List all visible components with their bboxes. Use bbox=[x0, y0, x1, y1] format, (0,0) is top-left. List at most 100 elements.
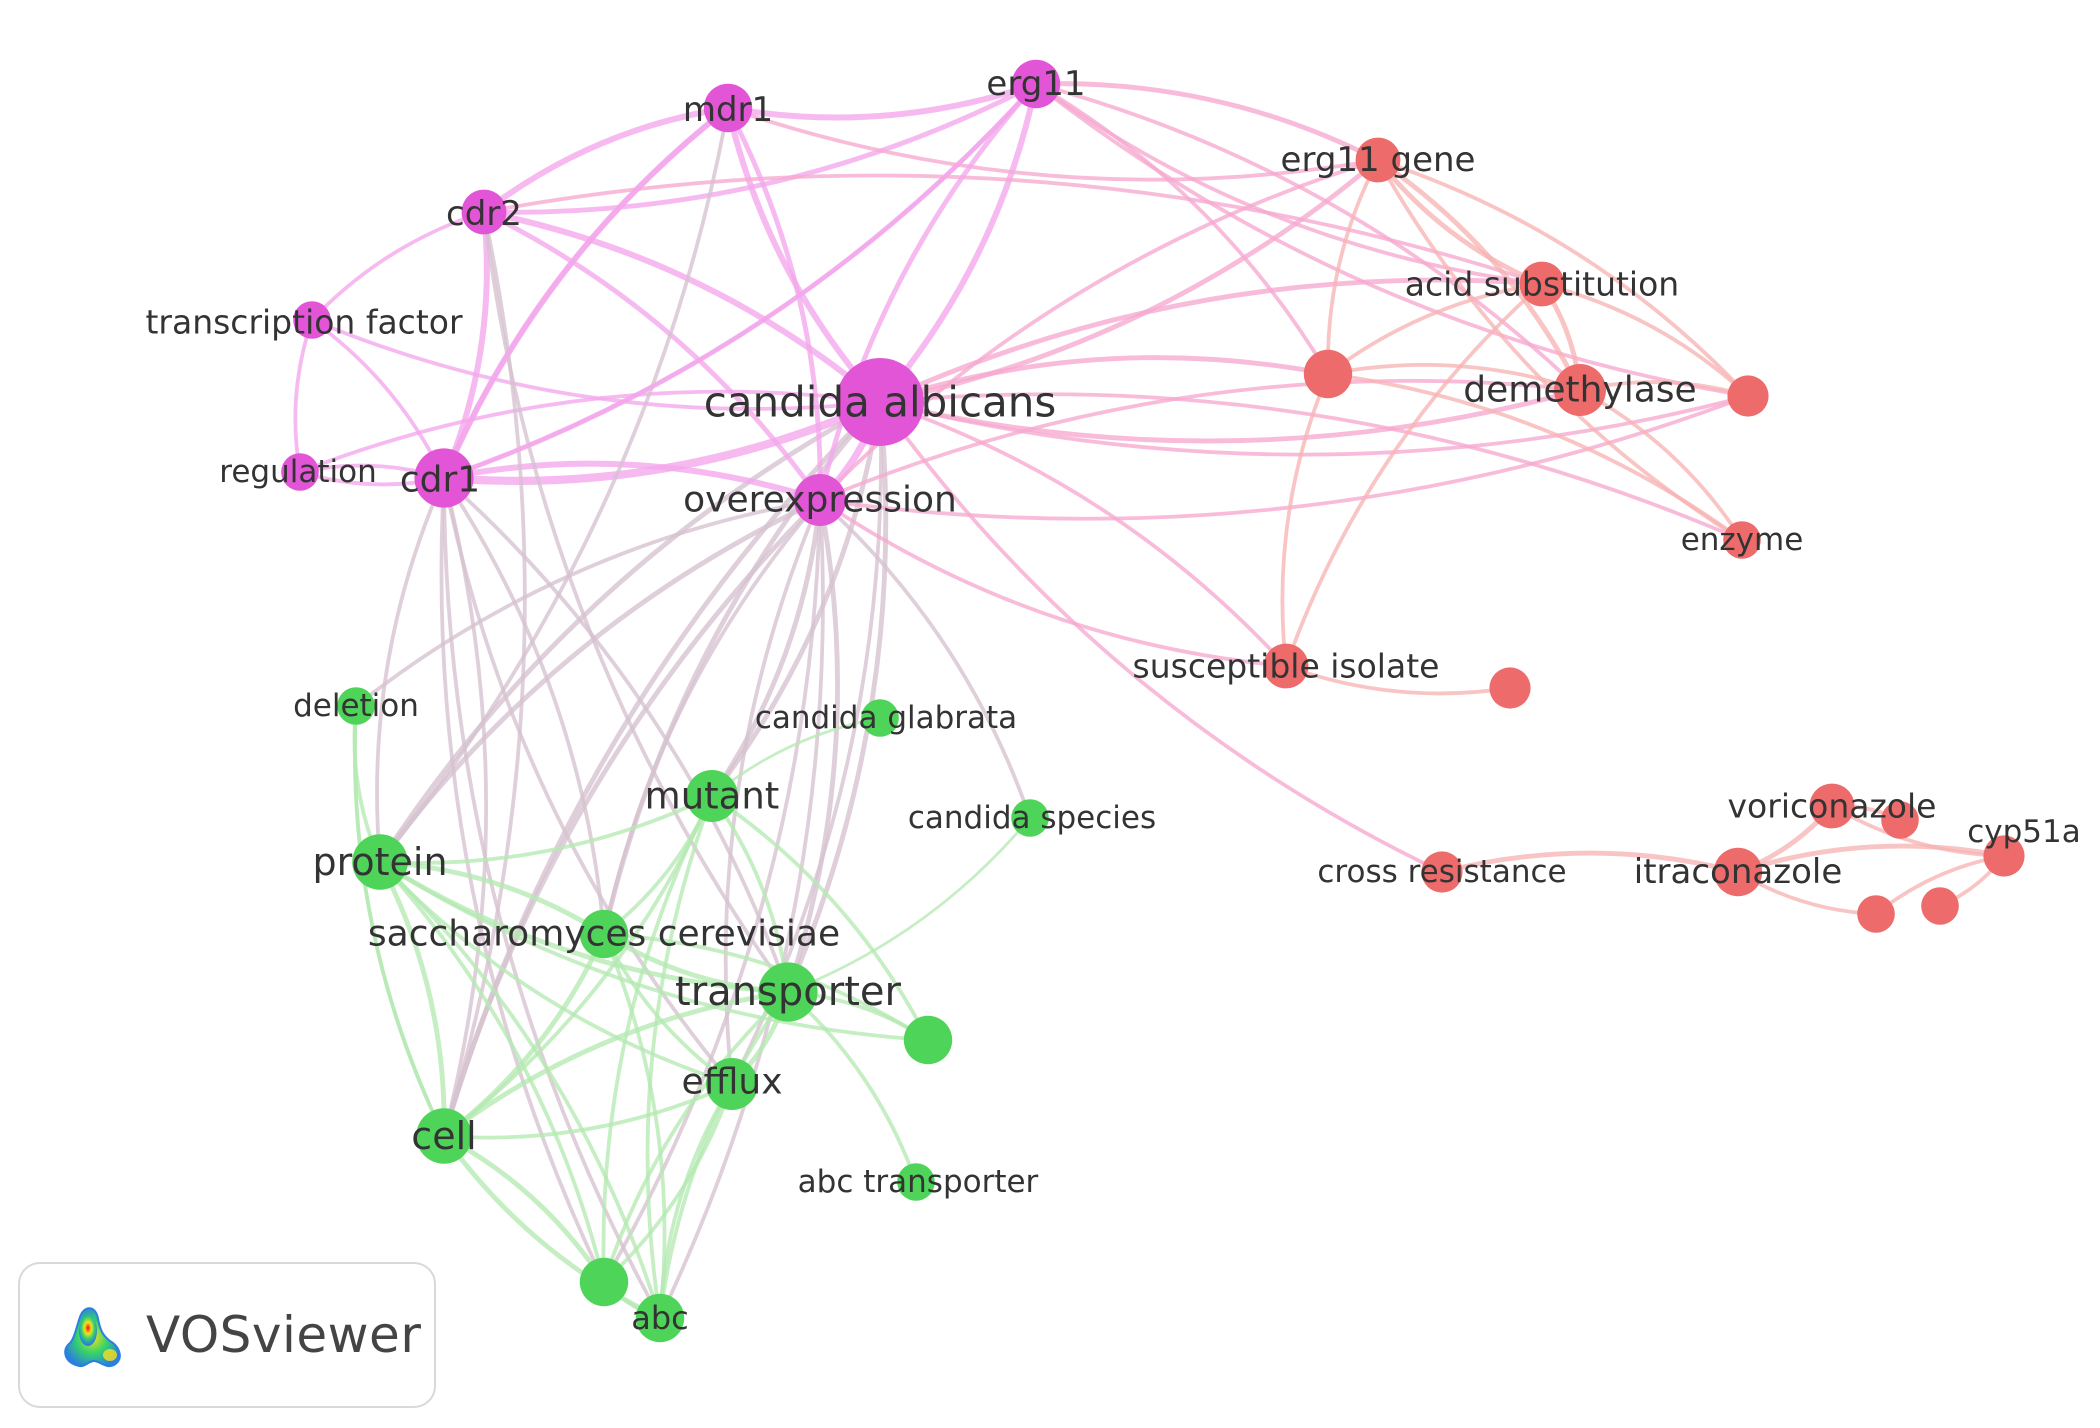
edge-overexpression-cell bbox=[441, 497, 823, 1139]
app-name: VOSviewer bbox=[146, 1306, 422, 1364]
node-unlabeled-red-6[interactable] bbox=[1921, 887, 1959, 925]
edge-erg11-erg11_gene bbox=[1033, 81, 1381, 163]
node-cdr1[interactable] bbox=[414, 448, 474, 508]
label-candida-species[interactable]: candida species bbox=[908, 800, 1156, 836]
edge-erg11_gene-demethylase bbox=[1375, 157, 1583, 393]
label-layer: candida albicans cdr1 cdr2 mdr1 erg11 transcr… bbox=[145, 64, 2080, 1337]
label-saccharomyces-cerevisiae[interactable]: saccharomyces cerevisiae bbox=[368, 914, 840, 955]
edge-efflux-abc bbox=[658, 1082, 734, 1320]
label-itraconazole[interactable]: itraconazole bbox=[1634, 852, 1842, 892]
node-cdr2[interactable] bbox=[461, 189, 507, 235]
node-unlabeled-red-5[interactable] bbox=[1857, 895, 1895, 933]
node-susceptible-isolate[interactable] bbox=[1263, 643, 1309, 689]
edge-candida_albicans-susceptible_isolate bbox=[878, 400, 1288, 668]
node-acid-substitution[interactable] bbox=[1519, 261, 1565, 307]
edge-protein-unlabeled_green_1 bbox=[378, 860, 930, 1042]
edge-overexpression-deletion bbox=[354, 498, 822, 708]
node-cell[interactable] bbox=[416, 1108, 472, 1164]
edge-mdr1-erg11_gene bbox=[726, 106, 1380, 182]
label-erg11-gene[interactable]: erg11 gene bbox=[1281, 140, 1476, 180]
edge-erg11-overexpression bbox=[817, 81, 1039, 503]
node-unlabeled-green-2[interactable] bbox=[579, 1257, 629, 1307]
node-abc[interactable] bbox=[635, 1293, 685, 1343]
node-unlabeled-green-1[interactable] bbox=[903, 1015, 953, 1065]
label-efflux[interactable]: efflux bbox=[681, 1062, 782, 1103]
node-unlabeled-red-2[interactable] bbox=[1727, 375, 1769, 417]
edge-transporter-cell bbox=[441, 989, 791, 1139]
node-saccharomyces-cerevisiae[interactable] bbox=[579, 909, 629, 959]
label-candida-albicans[interactable]: candida albicans bbox=[704, 378, 1057, 427]
label-abc[interactable]: abc bbox=[631, 1299, 689, 1337]
label-transporter[interactable]: transporter bbox=[675, 969, 901, 1015]
node-itraconazole[interactable] bbox=[1713, 847, 1763, 897]
edge-cross_resistance-itraconazole bbox=[1439, 850, 1741, 875]
edge-erg11-cdr1 bbox=[442, 82, 1038, 480]
node-transporter[interactable] bbox=[758, 962, 818, 1022]
node-demethylase[interactable] bbox=[1554, 364, 1606, 416]
edge-candida_albicans-erg11_gene bbox=[877, 157, 1381, 405]
node-enzyme[interactable] bbox=[1723, 521, 1761, 559]
node-deletion[interactable] bbox=[337, 687, 375, 725]
edge-cdr2-acid_substitution bbox=[482, 173, 1544, 286]
edge-transcription_factor-regulation bbox=[293, 318, 314, 474]
node-regulation[interactable] bbox=[281, 453, 319, 491]
label-regulation[interactable]: regulation bbox=[219, 454, 376, 490]
node-overexpression[interactable] bbox=[794, 474, 846, 526]
node-layer bbox=[281, 59, 2025, 1343]
edge-deletion-cell bbox=[353, 704, 446, 1138]
label-cdr1[interactable]: cdr1 bbox=[400, 460, 480, 501]
label-abc-transporter[interactable]: abc transporter bbox=[798, 1164, 1039, 1200]
edge-overexpression-abc bbox=[658, 498, 825, 1320]
edge-acid_substitution-unlabeled_red_2 bbox=[1540, 282, 1750, 398]
node-cross-resistance[interactable] bbox=[1421, 851, 1463, 893]
edge-layer bbox=[293, 81, 2007, 1321]
node-mdr1[interactable] bbox=[703, 83, 753, 133]
node-candida-albicans[interactable] bbox=[836, 358, 924, 446]
edge-unlabeled_red_1-enzyme bbox=[1326, 372, 1744, 542]
node-candida-species[interactable] bbox=[1011, 799, 1049, 837]
label-cell[interactable]: cell bbox=[411, 1114, 476, 1158]
node-unlabeled-red-3[interactable] bbox=[1489, 667, 1531, 709]
label-acid-substitution[interactable]: acid substitution bbox=[1405, 265, 1679, 304]
label-mutant[interactable]: mutant bbox=[645, 775, 780, 818]
edge-erg11-demethylase bbox=[1034, 82, 1582, 392]
label-protein[interactable]: protein bbox=[312, 840, 447, 884]
label-mdr1[interactable]: mdr1 bbox=[683, 90, 773, 130]
edge-unlabeled_red_1-susceptible_isolate bbox=[1280, 372, 1330, 668]
label-susceptible-isolate[interactable]: susceptible isolate bbox=[1133, 647, 1440, 686]
node-transcription-factor[interactable] bbox=[293, 301, 331, 339]
label-demethylase[interactable]: demethylase bbox=[1463, 370, 1696, 411]
edge-cdr2-mdr1 bbox=[481, 105, 731, 215]
node-efflux[interactable] bbox=[706, 1058, 758, 1110]
label-erg11[interactable]: erg11 bbox=[986, 64, 1085, 104]
edge-cdr1-unlabeled_green_2 bbox=[439, 476, 606, 1284]
label-cyp51a[interactable]: cyp51a bbox=[1967, 814, 2081, 850]
label-overexpression[interactable]: overexpression bbox=[683, 480, 957, 521]
node-unlabeled-red-4[interactable] bbox=[1881, 801, 1919, 839]
label-cross-resistance[interactable]: cross resistance bbox=[1317, 854, 1566, 890]
edge-acid_substitution-unlabeled_red_1 bbox=[1326, 282, 1544, 376]
node-erg11-gene[interactable] bbox=[1355, 137, 1401, 183]
edge-protein-mutant bbox=[378, 794, 714, 865]
label-cdr2[interactable]: cdr2 bbox=[446, 194, 522, 234]
label-voriconazole[interactable]: voriconazole bbox=[1728, 787, 1937, 826]
edge-cdr1-transporter bbox=[442, 476, 790, 994]
node-cyp51a[interactable] bbox=[1983, 835, 2025, 877]
node-erg11[interactable] bbox=[1011, 59, 1061, 109]
node-voriconazole[interactable] bbox=[1809, 783, 1855, 829]
node-unlabeled-red-1[interactable] bbox=[1303, 349, 1353, 399]
label-candida-glabrata[interactable]: candida glabrata bbox=[755, 700, 1017, 736]
edge-erg11-unlabeled_red_1 bbox=[1034, 82, 1330, 376]
edge-overexpression-demethylase bbox=[818, 378, 1582, 502]
edge-transporter-abc bbox=[658, 990, 790, 1320]
label-transcription-factor[interactable]: transcription factor bbox=[145, 303, 462, 342]
node-mutant[interactable] bbox=[686, 770, 738, 822]
label-deletion[interactable]: deletion bbox=[293, 688, 419, 724]
node-protein[interactable] bbox=[352, 834, 408, 890]
edge-candida_albicans-cross_resistance bbox=[878, 400, 1444, 874]
label-enzyme[interactable]: enzyme bbox=[1681, 522, 1804, 558]
node-candida-glabrata[interactable] bbox=[861, 699, 899, 737]
node-abc-transporter[interactable] bbox=[897, 1163, 935, 1201]
edge-efflux-unlabeled_green_2 bbox=[602, 1082, 734, 1284]
